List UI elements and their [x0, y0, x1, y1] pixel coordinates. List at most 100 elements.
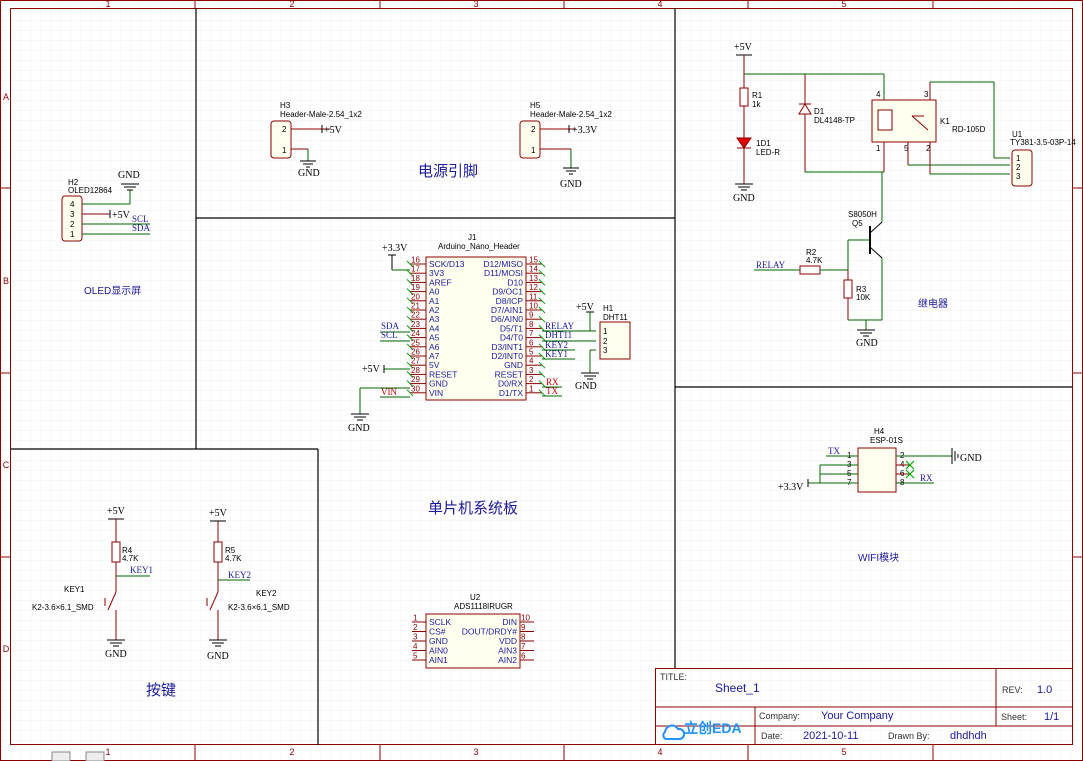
relay-circuit[interactable]: +5V R1 1k 1D1 LED-R GND D1 DL4148-TP 4 3… [733, 42, 1076, 349]
pin-name: D1/TX [499, 388, 523, 398]
col-label: 4 [657, 0, 662, 9]
pin-name: D5/T1 [500, 323, 523, 333]
pin-number: 9 [521, 623, 526, 632]
net-key1-label: KEY1 [545, 349, 568, 359]
pin-name: VIN [429, 388, 443, 398]
pin-number: 29 [411, 375, 420, 384]
key2-circuit[interactable]: +5V R5 4.7K KEY2 KEY2 K2-3.6×6.1_SMD GND [206, 508, 290, 662]
h1-pin-3: 3 [603, 346, 608, 355]
esp01s-h4[interactable]: H4 ESP-01S 1 3 5 7 2 4 6 8 TX +3.3V GND … [778, 427, 982, 493]
sheet-title: Sheet_1 [715, 681, 760, 695]
h2-pin-2: 2 [70, 220, 75, 229]
r2-value: 4.7K [806, 256, 823, 265]
pin-number: 17 [411, 265, 420, 274]
pin-number: 7 [521, 642, 526, 651]
pin-number: 14 [529, 265, 538, 274]
q5-value: S8050H [848, 210, 877, 219]
no-connect-mark [406, 288, 414, 295]
header-h5[interactable]: H5 Header-Male-2.54_1x2 2 1 GND +3.3V [519, 101, 612, 190]
no-connect-mark [538, 269, 546, 277]
no-connect-mark [538, 334, 546, 341]
no-connect-mark [538, 315, 546, 323]
company-value: Your Company [821, 710, 894, 722]
key1-circuit[interactable]: +5V R4 4.7K KEY1 KEY1 K2-3.6×6.1_SMD GND [32, 506, 153, 660]
sheet-label: Sheet: [1001, 712, 1027, 722]
no-connect-mark [406, 279, 414, 286]
pin-number: 21 [411, 302, 420, 311]
pin-number: 28 [411, 366, 420, 375]
pin-number: 5 [413, 652, 418, 661]
rev-label: REV: [1002, 685, 1023, 695]
pin-number: 6 [529, 338, 534, 347]
header-h2-oled[interactable]: H2 OLED12864 4 3 2 1 GND +5V SCL SDA [61, 170, 151, 242]
no-connect-mark [406, 361, 414, 369]
dht11-h1[interactable]: H1 DHT11 1 2 3 +5V GND [575, 302, 631, 392]
pin-name: D11/MOSI [484, 268, 523, 278]
key2-ref: KEY2 [256, 589, 277, 598]
no-connect-mark [406, 389, 414, 397]
net-5v-label: +5V [324, 125, 343, 136]
title-block [655, 668, 1073, 745]
r3-value: 10K [856, 293, 871, 302]
pin-number: 7 [529, 329, 534, 338]
no-connect-mark [538, 306, 546, 314]
gnd-label: GND [105, 649, 127, 660]
pin-number: 25 [411, 338, 420, 347]
no-connect-mark [538, 389, 546, 397]
no-connect-mark [406, 260, 414, 268]
col-label: 1 [105, 747, 110, 757]
net-3v3-label: +3.3V [382, 243, 408, 254]
frame-labels: 1 2 3 4 5 1 2 3 4 5 A B C D [3, 0, 847, 757]
q5-ref: Q5 [852, 219, 863, 228]
pin-name: AIN1 [429, 655, 448, 665]
no-connect-mark [538, 343, 546, 351]
col-label: 3 [473, 747, 478, 757]
col-label: 2 [289, 0, 294, 9]
j1-right-pins: 15D12/MISO14D11/MOSI13D1012D9/OC111D8/IC… [483, 256, 546, 398]
pin-name: 3V3 [429, 268, 444, 278]
col-label: 5 [841, 747, 846, 757]
gnd-label: GND [348, 423, 370, 434]
sheet-tabs [51, 751, 105, 761]
d1-value: DL4148-TP [814, 116, 855, 125]
d1-ref: D1 [814, 107, 825, 116]
pin-name: DOUT/DRDY# [462, 627, 518, 637]
pin-name: D3/INT1 [491, 342, 523, 352]
no-connect-mark [538, 352, 546, 360]
pin-number: 3 [529, 366, 534, 375]
pin-name: DIN [502, 617, 517, 627]
r4-ref: R4 [122, 546, 133, 555]
net-relay-label: RELAY [756, 260, 786, 270]
pin-name: A3 [429, 314, 440, 324]
no-connect-mark [538, 371, 546, 378]
net-5v-label: +5V [107, 506, 126, 517]
region-title-mcu: 单片机系统板 [428, 499, 518, 517]
pin-number: 4 [413, 642, 418, 651]
title-block-text: TITLE: Sheet_1 REV: 1.0 Company: Your Co… [660, 672, 1059, 742]
pin-name: SCK/D13 [429, 259, 465, 269]
net-5v-label: +5V [576, 302, 595, 313]
pin-number: 27 [411, 357, 420, 366]
key1-ref: KEY1 [64, 585, 85, 594]
k1-pin-3: 3 [924, 90, 929, 99]
pin-name: SCLK [429, 617, 452, 627]
header-h3[interactable]: H3 Header-Male-2.54_1x2 2 1 GND +5V [270, 101, 362, 179]
no-connect-mark [406, 334, 414, 341]
h1-pin-1: 1 [603, 327, 608, 336]
u2-value: ADS1118IRUGR [454, 602, 513, 611]
pin-name: GND [429, 379, 448, 389]
net-rx-label: RX [546, 377, 559, 387]
r1-ref: R1 [752, 91, 763, 100]
gnd-label: GND [207, 651, 229, 662]
net-3v3-label: +3.3V [778, 482, 804, 493]
region-title-oled: OLED显示屏 [84, 285, 141, 297]
k1-pin-4: 4 [876, 90, 881, 99]
date-label: Date: [761, 731, 783, 741]
pin-name: D8/ICP [496, 296, 524, 306]
pin-number: 9 [529, 311, 534, 320]
